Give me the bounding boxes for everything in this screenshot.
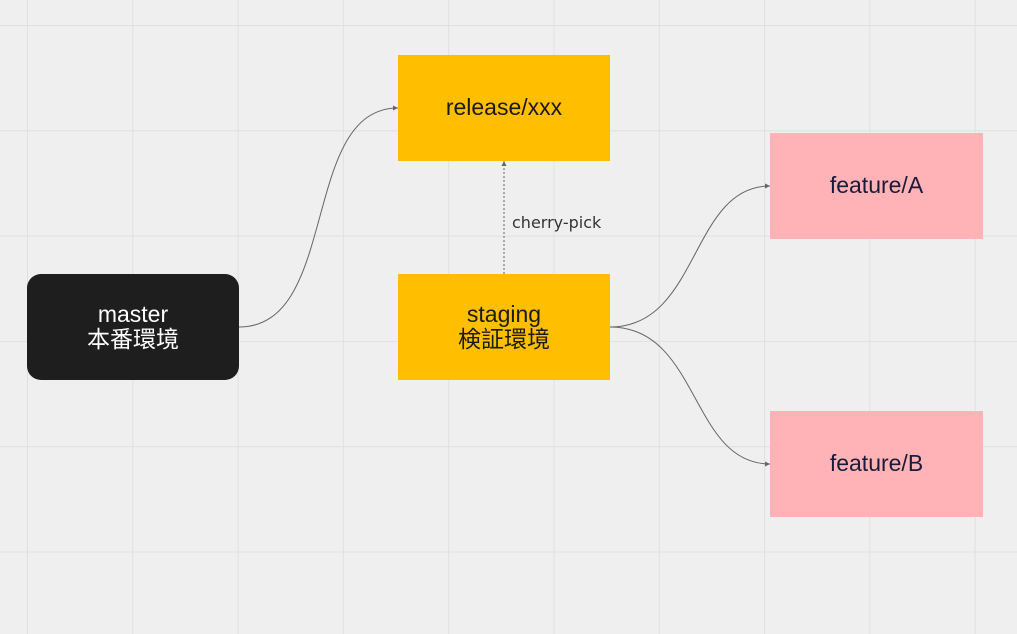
node-master-name: master xyxy=(97,300,169,327)
node-release-label: release/xxx xyxy=(445,94,563,121)
edge-staging-to-feature-b[interactable] xyxy=(609,326,771,467)
node-feature-b[interactable]: feature/B xyxy=(770,411,983,517)
edge-label-cherry-pick: cherry-pick xyxy=(512,213,602,232)
node-staging-description: 検証環境 xyxy=(458,326,550,352)
node-feature-a[interactable]: feature/A xyxy=(770,133,983,239)
node-staging-name: staging xyxy=(466,300,542,327)
edge-master-to-release[interactable] xyxy=(238,105,399,328)
node-feature-b-label: feature/B xyxy=(829,450,924,477)
node-master[interactable]: master 本番環境 xyxy=(27,274,239,380)
node-staging[interactable]: staging 検証環境 xyxy=(398,274,610,380)
edge-staging-to-feature-a[interactable] xyxy=(609,183,771,328)
node-master-description: 本番環境 xyxy=(87,326,179,352)
node-release[interactable]: release/xxx xyxy=(398,55,610,161)
node-feature-a-label: feature/A xyxy=(829,172,924,199)
